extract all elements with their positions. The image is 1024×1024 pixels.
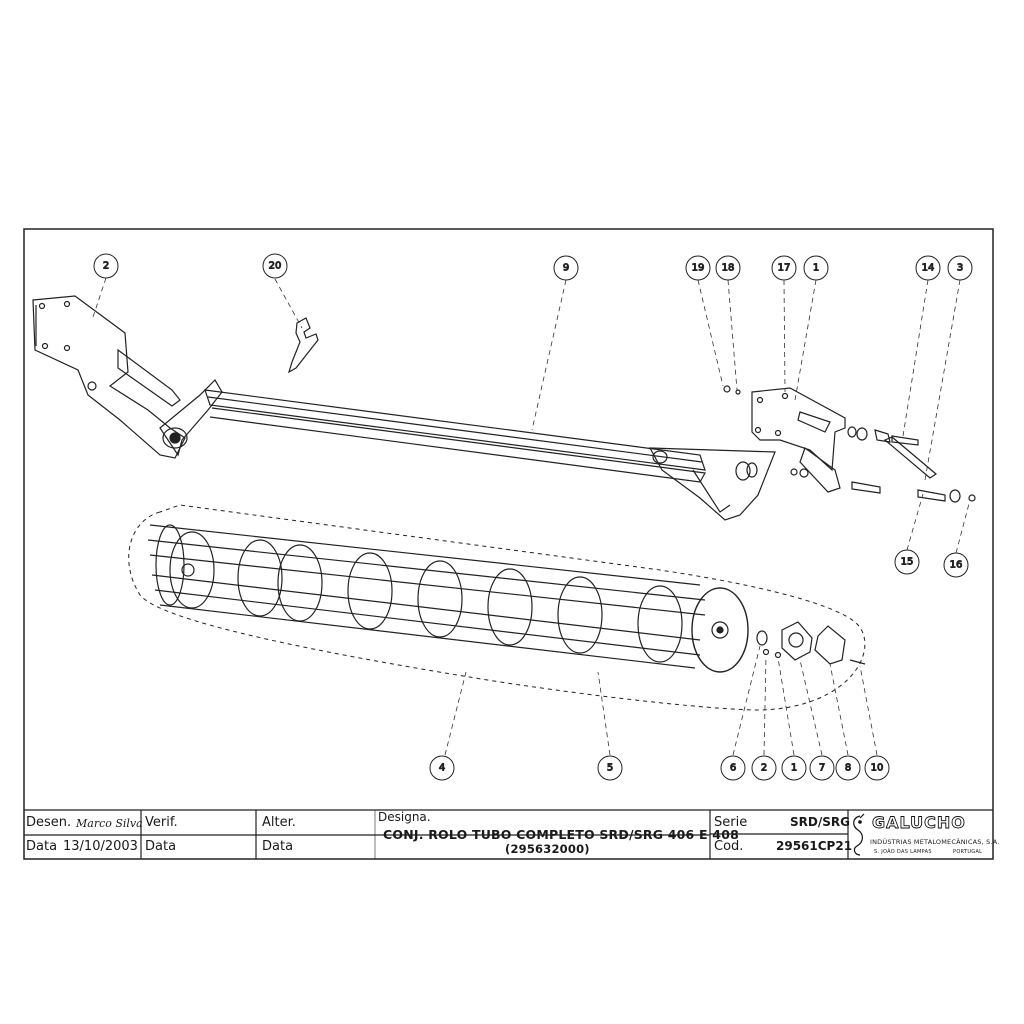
callout-number: 2 <box>103 261 109 272</box>
callout-number: 2 <box>761 763 767 774</box>
callout-number: 17 <box>778 263 791 274</box>
callout-number: 5 <box>607 763 613 774</box>
left-mounting-bracket <box>32 295 223 459</box>
callout-17: 17 <box>771 255 797 281</box>
callout-number: 18 <box>722 263 735 274</box>
roller-cage <box>128 504 866 711</box>
date-label: Data <box>26 839 58 854</box>
callout-7: 7 <box>809 755 835 781</box>
verified-label: Verif. <box>145 815 178 830</box>
callout-14: 14 <box>915 255 941 281</box>
company-location-right: PORTUGAL <box>953 849 983 855</box>
drawn-label: Desen. <box>26 815 72 830</box>
company-location-left: S. JOÃO DAS LAMPAS <box>874 849 932 855</box>
callout-number: 8 <box>845 763 851 774</box>
right-bracket-assembly <box>723 385 881 494</box>
series-label: Serie <box>714 815 748 830</box>
callout-15: 15 <box>894 549 920 575</box>
callout-5: 5 <box>597 755 623 781</box>
callout-16: 16 <box>943 552 969 578</box>
code-value: 29561CP21 <box>776 839 853 853</box>
callout-20-wrench: 20 <box>262 253 288 279</box>
callout-10: 10 <box>864 755 890 781</box>
drawn-signature: Marco Silva <box>76 817 143 830</box>
callout-18: 18 <box>715 255 741 281</box>
callout-number: 7 <box>819 763 825 774</box>
verified-date-label: Data <box>145 839 177 854</box>
callout-number: 1 <box>813 263 819 274</box>
sheet-border <box>23 228 994 860</box>
callout-2-bottom: 2 <box>751 755 777 781</box>
callout-number: 1 <box>791 763 797 774</box>
callout-9-beam: 9 <box>553 255 579 281</box>
callout-number: 14 <box>922 263 935 274</box>
callout-number: 20 <box>269 261 282 272</box>
callout-4: 4 <box>429 755 455 781</box>
leader-lines <box>91 277 971 756</box>
callout-bubbles: 2 20 9 19 18 17 1 14 3 15 16 4 5 6 2 1 7… <box>93 253 973 781</box>
code-label: Cod. <box>714 839 744 854</box>
callout-1-bottom: 1 <box>781 755 807 781</box>
wrench-tool <box>287 317 319 374</box>
right-hardware <box>847 426 976 503</box>
company-brand: GALUCHO <box>872 813 966 833</box>
company-logo-mark <box>853 813 865 856</box>
series-value: SRD/SRG <box>790 815 850 829</box>
callout-3: 3 <box>947 255 973 281</box>
designation-label: Designa. <box>378 810 431 824</box>
callout-number: 9 <box>563 263 569 274</box>
roller-discs <box>169 531 683 663</box>
callout-19: 19 <box>685 255 711 281</box>
callout-number: 16 <box>950 560 963 571</box>
drawing-title: CONJ. ROLO TUBO COMPLETO SRD/SRG 406 E 4… <box>383 827 739 842</box>
altered-date-label: Data <box>262 839 294 854</box>
callout-number: 4 <box>439 763 445 774</box>
bearing-parts <box>756 621 866 665</box>
callout-number: 10 <box>871 763 884 774</box>
date-value: 13/10/2003 <box>63 839 138 854</box>
callout-number: 6 <box>730 763 736 774</box>
callout-2-bracket: 2 <box>93 253 119 279</box>
main-beam <box>204 389 776 521</box>
callout-1-top: 1 <box>803 255 829 281</box>
part-number: (295632000) <box>505 842 590 856</box>
altered-label: Alter. <box>262 815 296 830</box>
company-name: INDÚSTRIAS METALOMECÂNICAS, S.A. <box>870 838 1000 846</box>
title-block-grid <box>24 809 993 859</box>
callout-number: 15 <box>901 557 914 568</box>
callout-number: 3 <box>957 263 963 274</box>
callout-number: 19 <box>692 263 705 274</box>
callout-6: 6 <box>720 755 746 781</box>
callout-8: 8 <box>835 755 861 781</box>
